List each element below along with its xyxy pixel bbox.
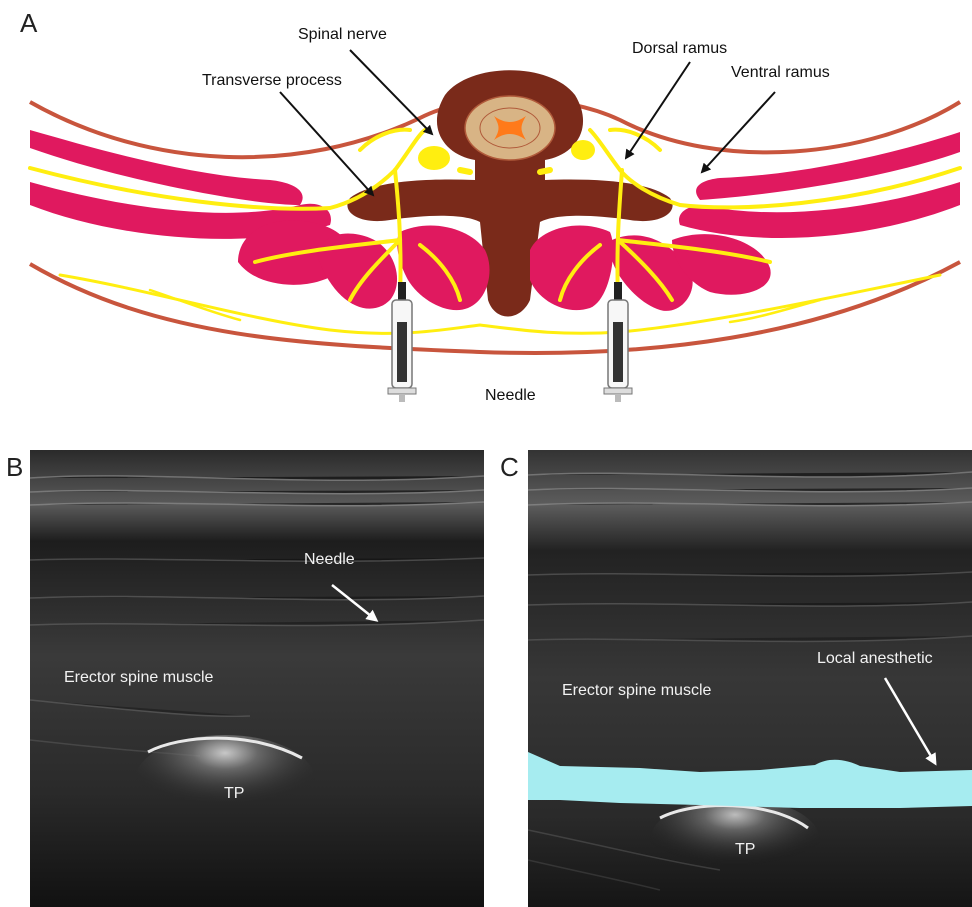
label-tp-c: TP: [735, 841, 755, 858]
panel-b-ultrasound: Needle Erector spine muscle TP: [30, 450, 484, 907]
panel-a-diagram: Spinal nerve Transverse process Dorsal r…: [30, 26, 960, 404]
ganglion-right: [571, 140, 595, 160]
label-needle-a: Needle: [485, 387, 536, 404]
syringe-right: [604, 282, 632, 402]
label-dorsal-ramus: Dorsal ramus: [632, 40, 727, 57]
label-local-anesthetic: Local anesthetic: [817, 650, 933, 667]
label-transverse-process: Transverse process: [202, 72, 342, 89]
deep-muscle-right-1: [530, 226, 613, 311]
muscle-band-right-1: [696, 132, 960, 200]
label-ventral-ramus: Ventral ramus: [731, 64, 830, 81]
label-erector-c: Erector spine muscle: [562, 682, 711, 699]
arrow-spinal-nerve: [350, 50, 432, 134]
label-erector-b: Erector spine muscle: [64, 669, 213, 686]
label-tp-b: TP: [224, 785, 244, 802]
panel-c-ultrasound: Local anesthetic Erector spine muscle TP: [528, 450, 972, 907]
label-spinal-nerve: Spinal nerve: [298, 26, 387, 43]
ganglion-left: [418, 146, 450, 170]
tp-echo-b: [135, 735, 315, 825]
arrow-ventral-ramus: [702, 92, 775, 172]
syringe-left: [388, 282, 416, 402]
label-needle-b: Needle: [304, 551, 355, 568]
arrow-transverse-process: [280, 92, 373, 195]
